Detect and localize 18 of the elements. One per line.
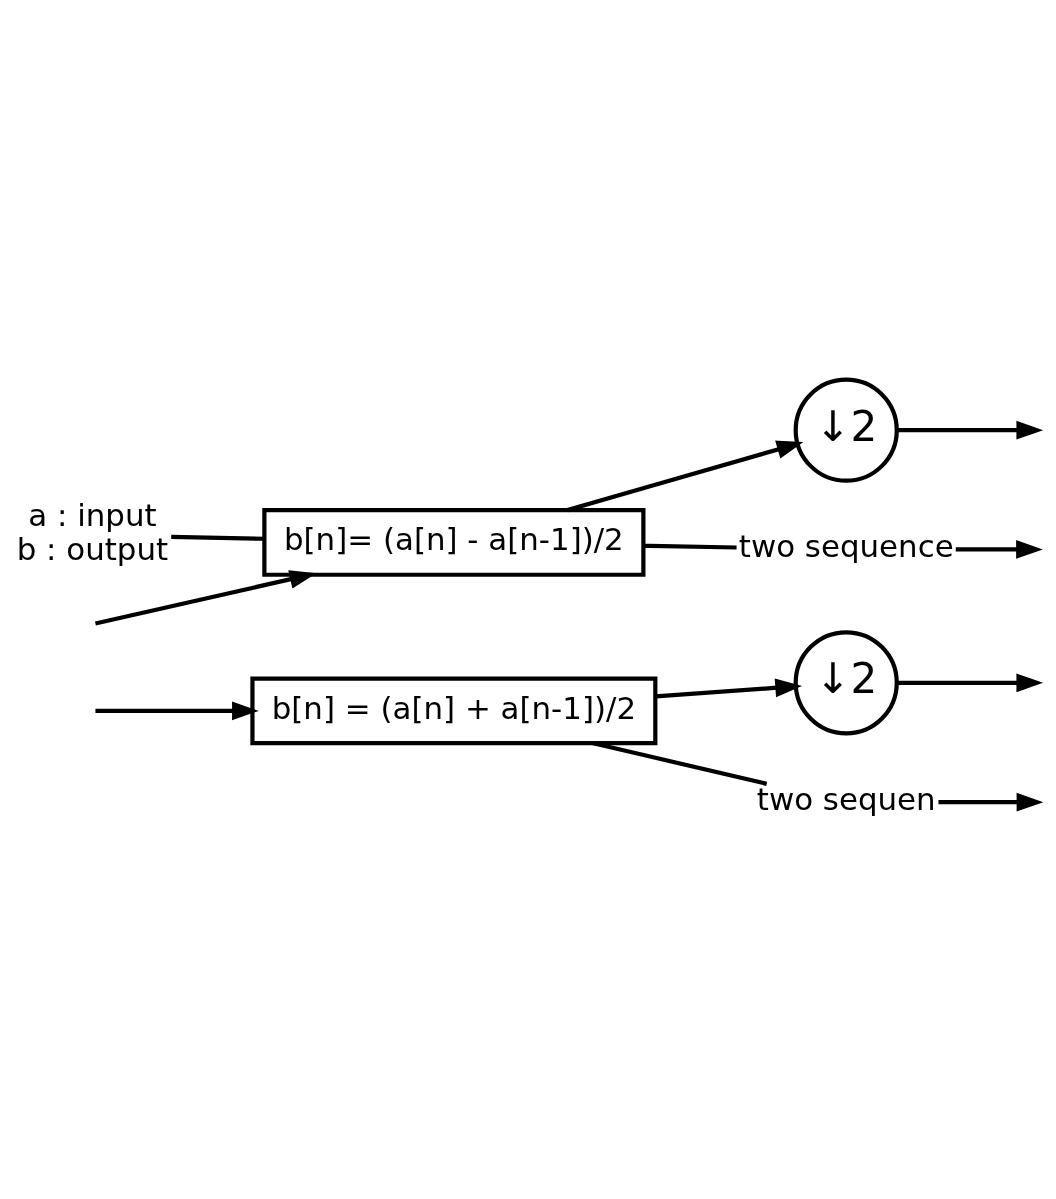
node-box: b[n]= (a[n] - a[n-1])/2 (262, 507, 646, 577)
connector (171, 534, 265, 541)
connector (643, 543, 737, 550)
node-text: two sequen (756, 780, 936, 817)
arrow (566, 440, 804, 512)
node-box: b[n] = (a[n] + a[n-1])/2 (250, 676, 658, 745)
node-text: two sequence (738, 527, 954, 564)
arrow (938, 792, 1044, 811)
node-text: a : input b : output (16, 496, 169, 567)
arrow (955, 539, 1043, 559)
connector (592, 740, 768, 786)
node-circle: ↓2 (793, 377, 899, 483)
arrow (897, 420, 1044, 439)
arrow (655, 678, 803, 699)
arrow (897, 672, 1044, 692)
arrow (95, 701, 259, 720)
arrow (94, 569, 317, 626)
node-circle: ↓2 (793, 629, 899, 735)
